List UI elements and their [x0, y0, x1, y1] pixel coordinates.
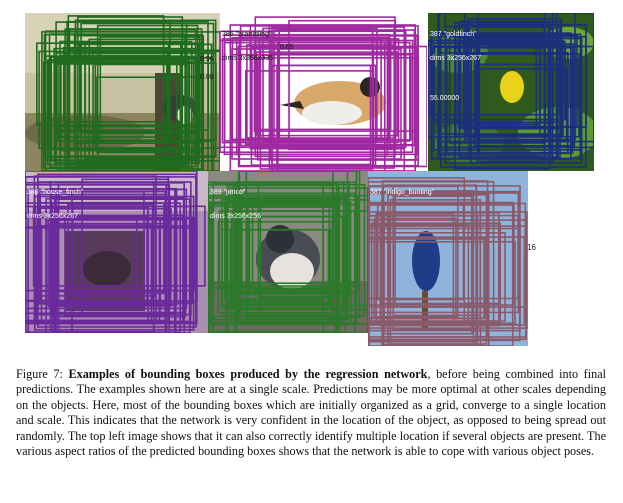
- bounding-box: [448, 33, 547, 144]
- panel-bird-stump: [25, 13, 220, 171]
- figure-caption: Figure 7: Examples of bounding boxes pro…: [16, 367, 606, 459]
- bounding-box: [53, 214, 184, 323]
- bounding-box: [223, 41, 411, 142]
- bounding-box: [37, 181, 192, 316]
- photo-brambling: [220, 13, 427, 171]
- caption-figure-label: Figure 7:: [16, 367, 63, 381]
- bounding-box: [32, 205, 206, 287]
- panel-brambling: [220, 13, 427, 171]
- bounding-box: [234, 192, 347, 333]
- bounding-box: [368, 202, 527, 308]
- bounding-box: [377, 203, 465, 301]
- bounding-boxes: [220, 16, 427, 171]
- bounding-box: [368, 238, 485, 320]
- bounding-box: [454, 22, 551, 170]
- bounding-box: [249, 24, 406, 150]
- bounding-box: [382, 184, 477, 346]
- bounding-box: [254, 16, 396, 158]
- bounding-box: [478, 36, 558, 154]
- photo-bird-stump: [25, 13, 220, 171]
- bounding-box: [368, 215, 479, 343]
- bounding-boxes: [368, 177, 528, 346]
- panel-house-finch: [25, 171, 208, 333]
- bounding-box: [476, 13, 554, 163]
- figure: 16 386 "brambling" dims 3x356x335 387 "g…: [25, 13, 594, 346]
- panel-junco: [208, 171, 368, 333]
- bounding-box: [80, 22, 215, 171]
- bounding-box: [25, 188, 188, 310]
- panel-indigo-bunting: [368, 171, 536, 346]
- bounding-box: [368, 227, 521, 326]
- bounding-box: [33, 175, 157, 325]
- bounding-box: [368, 231, 506, 322]
- bounding-box: [251, 195, 337, 291]
- photo-house-finch: [25, 171, 208, 333]
- bounding-box: [94, 63, 187, 149]
- bounding-box: [259, 198, 334, 321]
- panel-goldfinch: [428, 13, 594, 171]
- bounding-box: [46, 59, 188, 166]
- bounding-box: [84, 62, 217, 141]
- bounding-boxes: [36, 15, 220, 171]
- bounding-box: [59, 40, 193, 171]
- bounding-box: [467, 18, 563, 136]
- caption-bold-text: Examples of bounding boxes produced by t…: [68, 367, 428, 381]
- bounding-box: [255, 51, 399, 137]
- bounding-box: [457, 24, 587, 129]
- bounding-box: [229, 228, 332, 306]
- photo-goldfinch: [428, 13, 594, 171]
- bounding-box: [208, 201, 352, 326]
- bounding-box: [60, 54, 168, 152]
- caption-body-text: , before being combined into final predi…: [16, 367, 606, 459]
- bounding-box: [368, 192, 520, 314]
- bounding-box: [25, 202, 181, 333]
- bounding-box: [431, 46, 567, 121]
- bounding-box: [375, 212, 455, 324]
- bounding-box: [270, 33, 391, 148]
- bounding-box: [429, 42, 561, 116]
- bounding-boxes: [25, 171, 206, 333]
- bounding-boxes: [428, 13, 594, 170]
- bounding-box: [473, 43, 576, 147]
- photo-junco: [208, 171, 368, 333]
- bounding-box: [66, 20, 209, 171]
- bounding-box: [245, 171, 361, 318]
- bounding-box: [444, 13, 546, 164]
- photo-indigo-bunting: [368, 171, 536, 346]
- bounding-box: [278, 28, 374, 140]
- bounding-box: [67, 203, 154, 307]
- bounding-box: [208, 203, 340, 333]
- bounding-box: [381, 190, 475, 346]
